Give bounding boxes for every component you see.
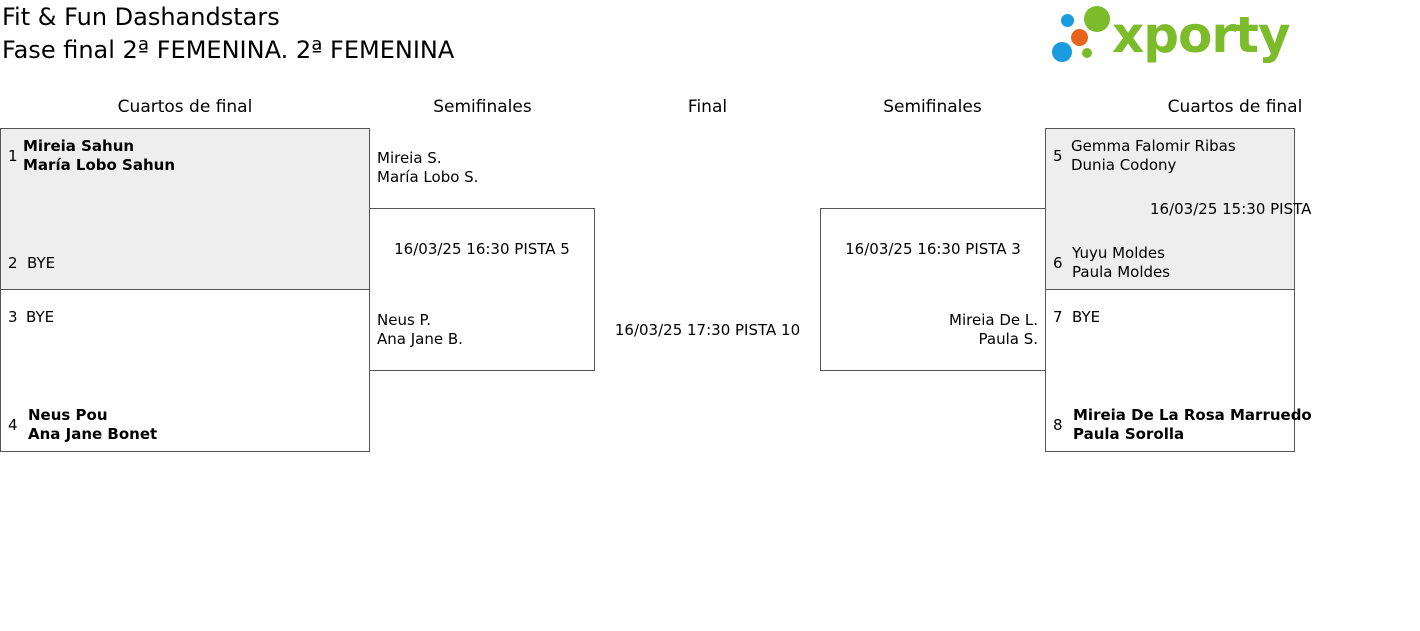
left-quarter-match-2[interactable]: 3 BYE 4 Neus Pou Ana Jane Bonet xyxy=(0,289,370,452)
player-name: Paula Moldes xyxy=(1072,263,1171,281)
round-heading-final: Final xyxy=(687,97,728,117)
player-name: Mireia De L. xyxy=(949,311,1038,329)
player-name: Gemma Falomir Ribas xyxy=(1071,137,1236,155)
right-quarter-match-1[interactable]: 5 Gemma Falomir Ribas Dunia Codony 16/03… xyxy=(1045,128,1311,290)
match-schedule: 16/03/25 16:30 PISTA 5 xyxy=(394,240,570,258)
player-name: Neus Pou xyxy=(28,406,108,424)
match-schedule: 16/03/25 16:30 PISTA 3 xyxy=(845,240,1021,258)
seed-number: 6 xyxy=(1053,254,1063,272)
player-name: Ana Jane B. xyxy=(377,330,463,348)
match-schedule: 16/03/25 15:30 PISTA xyxy=(1150,200,1312,218)
phase-title: Fase final 2ª FEMENINA. 2ª FEMENINA xyxy=(2,36,455,64)
player-name: Paula Sorolla xyxy=(1073,425,1185,443)
seed-number: 3 xyxy=(8,308,18,326)
seed-number: 7 xyxy=(1053,308,1063,326)
tournament-title: Fit & Fun Dashandstars xyxy=(2,3,280,31)
player-name: Yuyu Moldes xyxy=(1072,244,1165,262)
logo-dot-green2-icon xyxy=(1082,48,1092,58)
right-quarter-match-2[interactable]: 7 BYE 8 Mireia De La Rosa Marruedo Paula… xyxy=(1045,289,1312,452)
player-name: Mireia S. xyxy=(377,149,442,167)
player-name: Paula S. xyxy=(978,330,1039,348)
player-name: BYE xyxy=(27,254,56,272)
seed-number: 1 xyxy=(8,147,18,165)
player-name: Mireia Sahun xyxy=(23,137,135,155)
seed-number: 8 xyxy=(1053,416,1063,434)
seed-number: 5 xyxy=(1053,147,1063,165)
round-heading-right-quarters: Cuartos de final xyxy=(1167,97,1303,117)
player-name: Neus P. xyxy=(377,311,432,329)
logo-dot-green-icon xyxy=(1084,6,1110,32)
final-match-schedule[interactable]: 16/03/25 17:30 PISTA 10 xyxy=(614,321,801,339)
round-heading-right-semis: Semifinales xyxy=(883,97,982,117)
left-quarter-match-1[interactable]: 1 Mireia Sahun María Lobo Sahun 2 BYE xyxy=(0,128,370,290)
seed-number: 2 xyxy=(8,254,18,272)
right-semi-match[interactable]: 16/03/25 16:30 PISTA 3 Mireia De L. Paul… xyxy=(820,208,1046,371)
logo-dot-blue2-icon xyxy=(1052,42,1072,62)
left-semi-match[interactable]: 16/03/25 16:30 PISTA 5 Neus P. Ana Jane … xyxy=(369,208,595,371)
player-name: Ana Jane Bonet xyxy=(28,425,158,443)
player-name: María Lobo S. xyxy=(377,168,479,186)
player-name: BYE xyxy=(1072,308,1101,326)
player-name: BYE xyxy=(26,308,55,326)
xporty-logo[interactable]: xporty xyxy=(1050,4,1291,68)
round-heading-left-semis: Semifinales xyxy=(433,97,532,117)
logo-dot-blue-icon xyxy=(1061,14,1074,27)
logo-dot-orange-icon xyxy=(1071,29,1088,46)
player-name: María Lobo Sahun xyxy=(23,156,176,174)
seed-number: 4 xyxy=(8,416,18,434)
player-name: Dunia Codony xyxy=(1071,156,1177,174)
logo-wordmark: xporty xyxy=(1112,6,1291,64)
round-heading-left-quarters: Cuartos de final xyxy=(117,97,253,117)
player-name: Mireia De La Rosa Marruedo xyxy=(1073,406,1312,424)
